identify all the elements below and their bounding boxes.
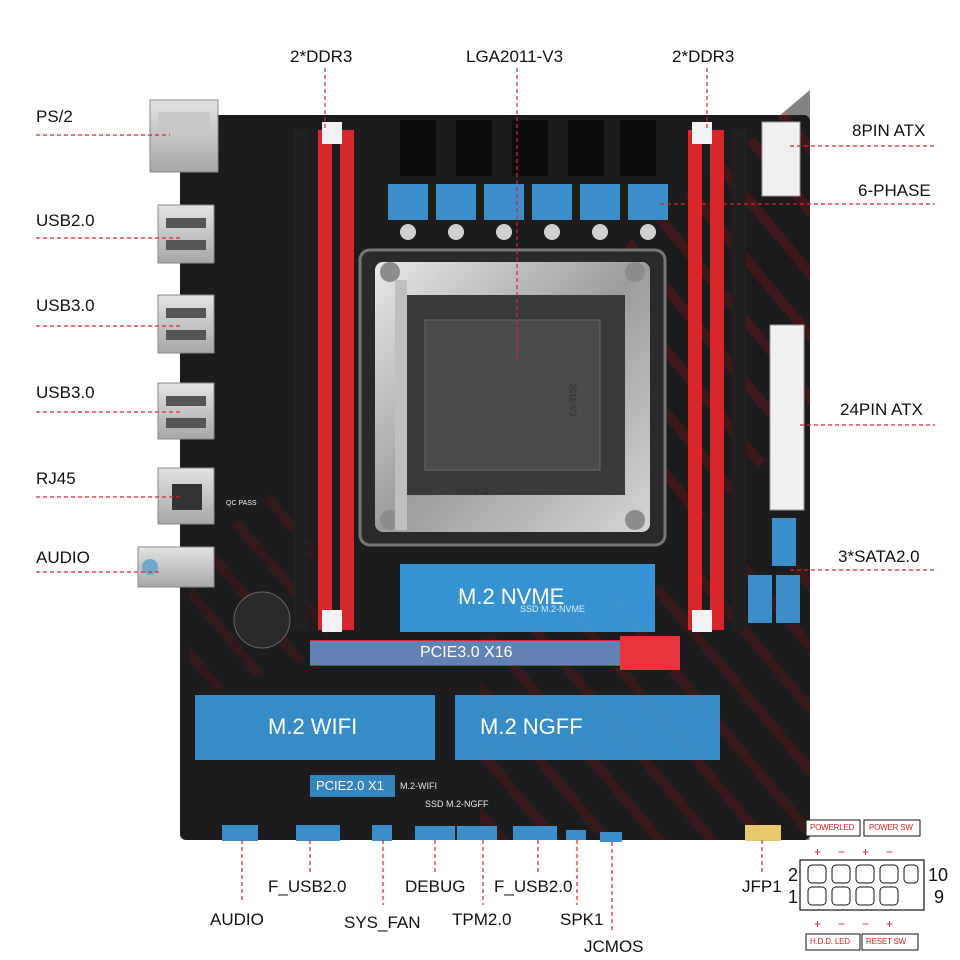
label-usb30-b: USB3.0 [36,383,95,402]
cmos-battery [233,591,291,649]
jfp-minus-a: − [838,845,845,859]
pcie1-overlay [310,775,395,797]
rear-io-ports [137,99,219,588]
usb20-port [157,204,215,264]
print-ssd-ngff: SSD M.2-NGFF [425,799,489,809]
print-socket-b: 2011-V3 [568,382,579,417]
label-usb20: USB2.0 [36,211,95,230]
label-debug: DEBUG [405,877,466,896]
jfp-plus-c: + [862,845,869,859]
vrm-blocks [388,120,668,240]
jfp-pin-9: 9 [934,887,945,907]
sata-ports [748,518,800,623]
jfp-powerled: POWERLED [810,823,855,832]
pcie16-overlay [310,641,620,665]
jfp-pin-1: 1 [788,887,799,907]
usb30-port-a [157,294,215,354]
jfp-plus-a: + [814,845,821,859]
jfp-pin-10: 10 [928,865,949,885]
overlay-m2-wifi: M.2 WIFI [268,714,358,739]
jfp-minus-b: − [838,917,845,931]
label-usb30-a: USB3.0 [36,296,95,315]
jfp-plus-d: + [886,917,893,931]
label-atx24: 24PIN ATX [840,400,923,419]
label-f-usb20-b: F_USB2.0 [494,877,573,896]
bottom-headers [222,825,781,842]
label-ps2: PS/2 [36,107,73,126]
label-sata: 3*SATA2.0 [838,547,920,566]
jfp-power-sw: POWER SW [869,823,913,832]
label-ddr3-left: 2*DDR3 [290,47,353,66]
label-phase: 6-PHASE [858,181,931,200]
jfp-hdd-led: H.D.D. LED [810,937,850,946]
label-jfp1: JFP1 [742,877,782,896]
dimm-slots-left [294,122,354,632]
label-f-usb20-a: F_USB2.0 [268,877,347,896]
label-audio-front: AUDIO [210,910,264,929]
label-jcmos: JCMOS [584,937,644,956]
cpu-socket [358,248,667,547]
socket-mark-a: 2011-3 [455,486,488,498]
overlay-m2-ngff: M.2 NGFF [480,714,583,739]
m2-nvme-overlay [400,564,655,632]
label-tpm: TPM2.0 [452,910,512,929]
jfp-plus-b: + [814,917,821,931]
overlay-pcie1: PCIE2.0 X1 [316,778,384,793]
atx24-connector [769,324,805,511]
label-atx8: 8PIN ATX [852,121,926,140]
label-spk: SPK1 [560,910,604,929]
atx8-connector [761,121,801,197]
overlay-pcie16: PCIE3.0 X16 [420,644,513,661]
dimm-slots-right [688,122,746,632]
label-cpu-socket: LGA2011-V3 [466,47,564,66]
label-rj45: RJ45 [36,469,76,488]
print-wifi: M.2-WIFI [400,781,437,791]
usb30-port-b [157,382,215,440]
jfp-minus-d: − [862,917,869,931]
print-qc: QC PASS [226,500,257,507]
m2-wifi-overlay [195,695,435,760]
jfp-pin-2: 2 [788,865,799,885]
jfp-reset-sw: RESET SW [866,937,907,946]
jfp-minus-c: − [886,845,893,859]
leader-lines [36,68,935,930]
jfp1-diagram [799,819,925,951]
label-audio-rear: AUDIO [36,548,90,567]
overlay-m2-nvme: M.2 NVME [458,584,565,609]
print-ssd-nvme: SSD M.2-NVME [520,604,586,614]
power-connectors [761,121,805,511]
m2-ngff-overlay [455,695,720,760]
label-ddr3-right: 2*DDR3 [672,47,735,66]
label-sys-fan: SYS_FAN [344,913,421,932]
